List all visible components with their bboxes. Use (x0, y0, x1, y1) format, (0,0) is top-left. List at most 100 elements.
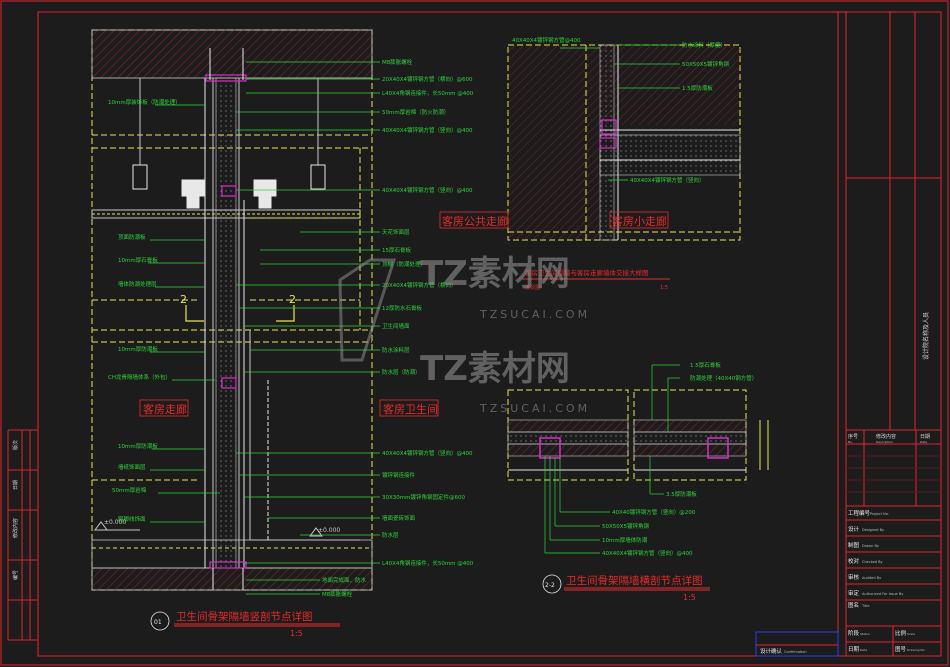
tb-confirm: 设计确认 (760, 647, 783, 655)
tb-row-audited: 审核 (848, 573, 860, 581)
left-revision-strip: 版次 日期 修改内容 编号 (7, 429, 38, 641)
room-bathroom: 客房卫生间 (383, 402, 438, 416)
tb-date-row: 日期 (848, 646, 860, 653)
label-r12: 卫生间墙面 (382, 322, 410, 330)
watermark: TZ素材网 TZSUCAI.COM TZ素材网 TZSUCAI.COM (338, 254, 590, 415)
label-r2: 20X40X4镀锌钢方管（横向）@600 (382, 75, 473, 83)
label-r7: 天花饰面层 (382, 228, 410, 236)
level-mark-right: ±0.000 (318, 527, 340, 534)
horizontal-section-detail: 1.5厚石膏板 防潮处理（40X40钢方管） 3.5厚防潮板 40X40镀锌钢方… (507, 361, 769, 557)
right-leader-labels: M8膨胀螺栓 20X40X4镀锌钢方管（横向）@600 L40X4角钢连接件，长… (236, 58, 474, 598)
tb-row-authorized-en: Authorized For Issue By (862, 592, 903, 596)
top-label-t3: 50X50X5镀锌角钢 (682, 60, 730, 68)
detail-right-scale: 1:5 (683, 593, 696, 602)
label-r19: 防水层 (382, 531, 399, 539)
label-r13: 防水涂料层 (382, 346, 410, 354)
label-l10: 踢脚线饰面 (118, 515, 146, 523)
label-r20: L40X4角钢连接件，长50mm @400 (382, 559, 474, 567)
section-marker-right: 2 (289, 293, 296, 306)
section-marker-left: 2 (180, 293, 187, 306)
detail-right-title: 卫生间骨架隔墙横剖节点详图 (566, 574, 703, 587)
tb-scale-en: Scale (907, 632, 915, 636)
strip-label-4: 编号 (12, 570, 19, 580)
inner-frame (37, 11, 942, 657)
tb-drawing-no: 图号 (895, 645, 907, 653)
tb-row-project-en: Project No. (870, 512, 889, 516)
label-l1: 10mm厚装饰板（防潮处理） (108, 98, 181, 106)
label-r4: 50mm厚岩棉（防火防潮） (382, 108, 449, 116)
bottom-label-b6: 10mm厚墙体防潮 (602, 536, 648, 544)
label-l4: 墙体防潮处理层 (118, 280, 157, 288)
tb-row-design: 设计 (848, 525, 860, 533)
detail-right-code: 2-2 (545, 582, 555, 589)
tb-row-audited-en: Audited By (862, 576, 881, 580)
top-label-t4: 1.5厚防潮板 (682, 84, 713, 92)
label-l3: 10mm厚石膏板 (118, 256, 158, 264)
label-r9: 顶棚（防潮处理） (382, 260, 426, 268)
junction-subtitle: 客房卫生间隔墙与客房走廊墙体交接大样图 (525, 268, 649, 277)
bottom-label-b1: 1.5厚石膏板 (690, 361, 721, 369)
label-r3: L40X4角钢连接件，长50mm @400 (382, 89, 474, 97)
junction-detail-top: 40X40X4镀锌钢方管@400 防水涂料（厚度） 50X50X5镀锌角钢 1.… (439, 36, 741, 291)
tb-confirm-en: Confirmation (784, 650, 807, 654)
detail-left-bubble (150, 611, 170, 631)
room-public-corridor: 客房公共走廊 (442, 214, 508, 228)
label-r8: 15厚石膏板 (382, 246, 411, 254)
watermark-mid-url: TZSUCAI.COM (479, 402, 590, 415)
tb-drawing-no-en: Drawing No. (907, 648, 925, 652)
top-label-t2: 防水涂料（厚度） (682, 41, 726, 49)
vertical-section-detail: 2 2 ±0.000 ±0.000 (91, 29, 373, 591)
label-l6: CH龙骨隔墙体系（外包） (108, 373, 171, 381)
label-l8: 墙纸饰面层 (118, 463, 146, 471)
title-block: 设计院名称及人员 序号 No. 修改内容 Description 日期 Date… (846, 12, 941, 656)
junction-subscale: 1:5 (660, 285, 668, 291)
top-label-t5: 40X40X4镀锌钢方管（竖向） (630, 176, 705, 184)
tb-date-row-en: Date (860, 648, 867, 652)
label-l9: 50mm厚岩棉 (112, 486, 147, 494)
detail-left-scale: 1:5 (290, 629, 303, 638)
tb-date-en: Date (920, 440, 927, 444)
label-l5: 10mm厚防潮板 (118, 345, 158, 353)
confirmation-box (755, 631, 839, 657)
label-r11: 12厚防水石膏板 (382, 304, 422, 312)
tb-row-title: 图名 (848, 601, 859, 609)
label-l7: 10mm厚防潮板 (118, 442, 158, 450)
tb-scale: 比例 (895, 629, 907, 637)
strip-label-2: 日期 (13, 480, 19, 490)
watermark-top-url: TZSUCAI.COM (479, 308, 590, 321)
tb-content-en: Description (876, 440, 893, 444)
label-r22: M8膨胀螺栓 (322, 590, 353, 598)
label-r1: M8膨胀螺栓 (382, 58, 413, 66)
tb-date: 日期 (920, 434, 930, 440)
bottom-label-b2: 防潮处理（40X40钢方管） (690, 374, 757, 382)
tb-row-drawn: 制图 (848, 541, 860, 549)
label-r14: 防水层（防潮） (382, 368, 421, 376)
tb-row-title-en: Title (861, 604, 870, 608)
level-mark-left: ±0.000 (104, 519, 126, 526)
label-r17: 30X30mm镀锌角钢固定件@600 (382, 493, 465, 501)
label-r5: 40X40X4镀锌钢方管（竖向）@400 (382, 126, 473, 134)
bottom-label-b7: 40X40X4镀锌钢方管（竖向）@400 (602, 549, 693, 557)
tb-row-authorized: 审定 (848, 589, 860, 597)
tb-row-drawn-en: Drawn By (862, 544, 879, 548)
tb-row-design-en: Designed By (862, 528, 884, 532)
label-r15: 40X40X4镀锌钢方管（竖向）@400 (382, 449, 473, 457)
detail-right-bubble (542, 574, 562, 594)
tb-row-checked: 校对 (848, 557, 860, 565)
watermark-top-text: TZ素材网 (420, 254, 570, 294)
label-r6: 40X40X4镀锌钢方管（竖向）@400 (382, 186, 473, 194)
tb-row-checked-en: Checked By (862, 560, 883, 564)
tb-stage-en: Status (860, 632, 870, 636)
label-r10: 20X40X4镀锌钢方管（横向） (382, 281, 457, 289)
label-l2: 顶面防潮板 (118, 233, 146, 241)
detail-left-title: 卫生间骨架隔墙竖剖节点详图 (176, 610, 313, 623)
junction-subcode: 接驳图 (525, 284, 540, 291)
tb-content: 修改内容 (876, 433, 896, 440)
left-leader-labels: 10mm厚装饰板（防潮处理） 顶面防潮板 10mm厚石膏板 墙体防潮处理层 10… (108, 98, 220, 523)
tb-no-en: No. (848, 440, 853, 444)
top-label-t1: 40X40X4镀锌钢方管@400 (512, 36, 581, 44)
label-r16: 镀锌钢连接件 (382, 471, 416, 479)
strip-label-1: 版次 (12, 440, 19, 450)
